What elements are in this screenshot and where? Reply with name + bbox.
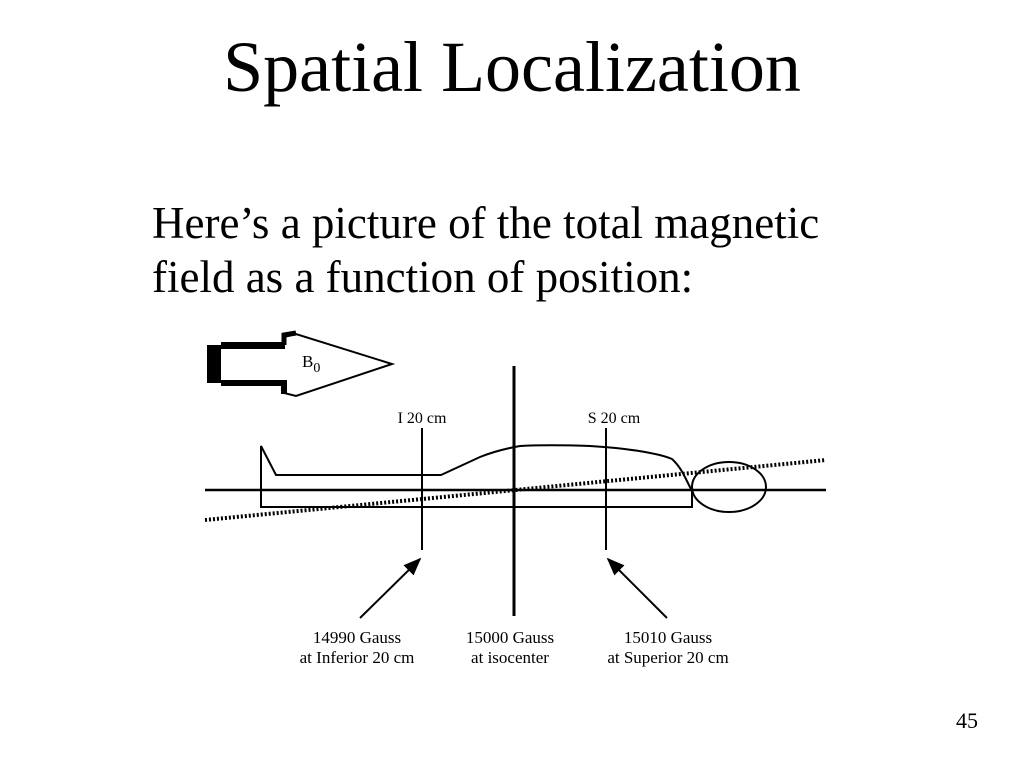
inferior-pointer-arrow (359, 557, 422, 619)
b0-arrow-notch-top (281, 330, 297, 345)
b0-arrow-tail-block (207, 345, 221, 383)
b0-arrow-shadow-bottom (221, 380, 287, 394)
b0-label: B0 (302, 352, 320, 376)
superior-marker-label: S 20 cm (588, 410, 641, 427)
patient-head (691, 461, 767, 513)
inferior-marker-label: I 20 cm (398, 410, 447, 427)
superior-annotation-line-1: 15010 Gauss (624, 628, 712, 647)
page-number: 45 (956, 708, 978, 733)
center-annotation: 15000 Gauss at isocenter (466, 628, 554, 667)
center-annotation-line-1: 15000 Gauss (466, 628, 554, 647)
patient-body (260, 444, 693, 508)
center-annotation-line-2: at isocenter (471, 648, 549, 667)
patient-outline (260, 444, 767, 513)
inferior-annotation-line-2: at Inferior 20 cm (300, 648, 415, 667)
slide-title: Spatial Localization (223, 27, 801, 107)
body-line-2: field as a function of position: (152, 252, 694, 302)
b0-field-arrow: B0 (207, 330, 396, 398)
inferior-annotation: 14990 Gauss at Inferior 20 cm (300, 628, 415, 667)
inferior-annotation-line-1: 14990 Gauss (313, 628, 401, 647)
slide-body-text: Here’s a picture of the total magnetic f… (152, 196, 952, 304)
body-line-1: Here’s a picture of the total magnetic (152, 198, 820, 248)
superior-annotation-line-2: at Superior 20 cm (607, 648, 728, 667)
superior-annotation: 15010 Gauss at Superior 20 cm (607, 628, 728, 667)
superior-pointer-arrow (606, 557, 668, 619)
